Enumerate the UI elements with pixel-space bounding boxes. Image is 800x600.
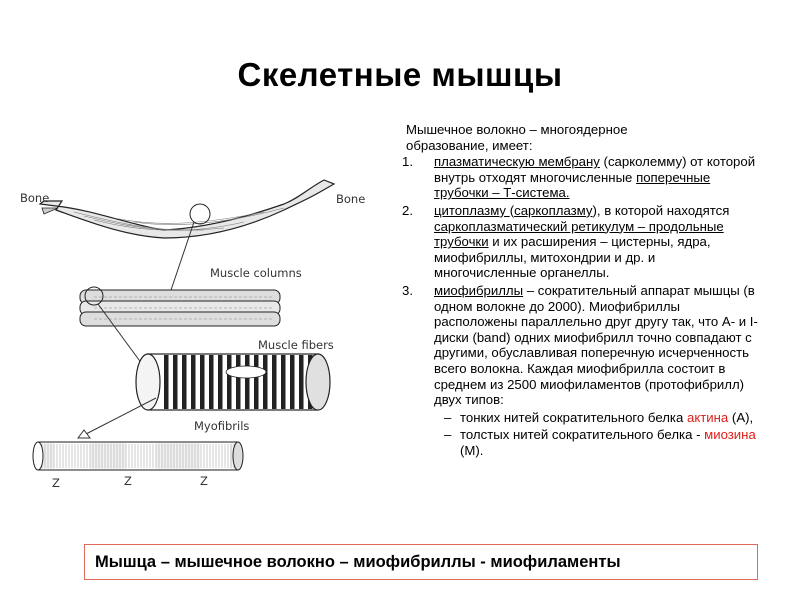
- z-line-label-1: Z: [52, 476, 60, 490]
- page-title: Скелетные мышцы: [237, 56, 563, 93]
- muscle-fiber: [135, 353, 331, 411]
- muscle-columns: [79, 286, 281, 327]
- list-number: 1.: [402, 154, 413, 170]
- list-number: 3.: [402, 282, 413, 298]
- list-number: 2.: [402, 202, 413, 218]
- zoom-arrow-2: [97, 303, 143, 365]
- summary-box: Мышца – мышечное волокно – миофибриллы -…: [84, 544, 758, 580]
- muscle-structure-diagram: Bone Bone Muscle columns Muscle fibers M…: [20, 179, 365, 490]
- zoom-arrow-1: [168, 221, 195, 297]
- muscle-columns-label: Muscle columns: [210, 266, 302, 280]
- myosin-highlight: миозина: [704, 427, 756, 443]
- bone-left-label: Bone: [20, 191, 49, 205]
- sub-item-actin: – тонких нитей сократительного белка акт…: [444, 409, 754, 425]
- z-line-label-2: Z: [124, 474, 132, 488]
- list-item-myofibrils: 3. миофибриллы – сократительный аппарат …: [402, 282, 758, 408]
- list-item-cytoplasm: 2. цитоплазму (саркоплазму), в которой н…: [402, 202, 730, 281]
- myofibril: [32, 441, 244, 471]
- description-text: Мышечное волокно – многоядерное образова…: [400, 122, 760, 458]
- list-item-plasma-membrane: 1. плазматическую мембрану (сарколемму) …: [402, 154, 756, 201]
- myofibrils-label: Myofibrils: [194, 419, 249, 433]
- whole-muscle: [38, 179, 336, 239]
- bone-right-label: Bone: [336, 192, 365, 206]
- intro-text: Мышечное волокно – многоядерное образова…: [406, 122, 628, 153]
- z-line-label-3: Z: [200, 474, 208, 488]
- zoom-arrow-3: [85, 397, 157, 435]
- muscle-fibers-label: Muscle fibers: [258, 338, 334, 352]
- actin-highlight: актина: [686, 409, 729, 425]
- sub-item-myosin: – толстых нитей сократительного белка - …: [444, 427, 756, 458]
